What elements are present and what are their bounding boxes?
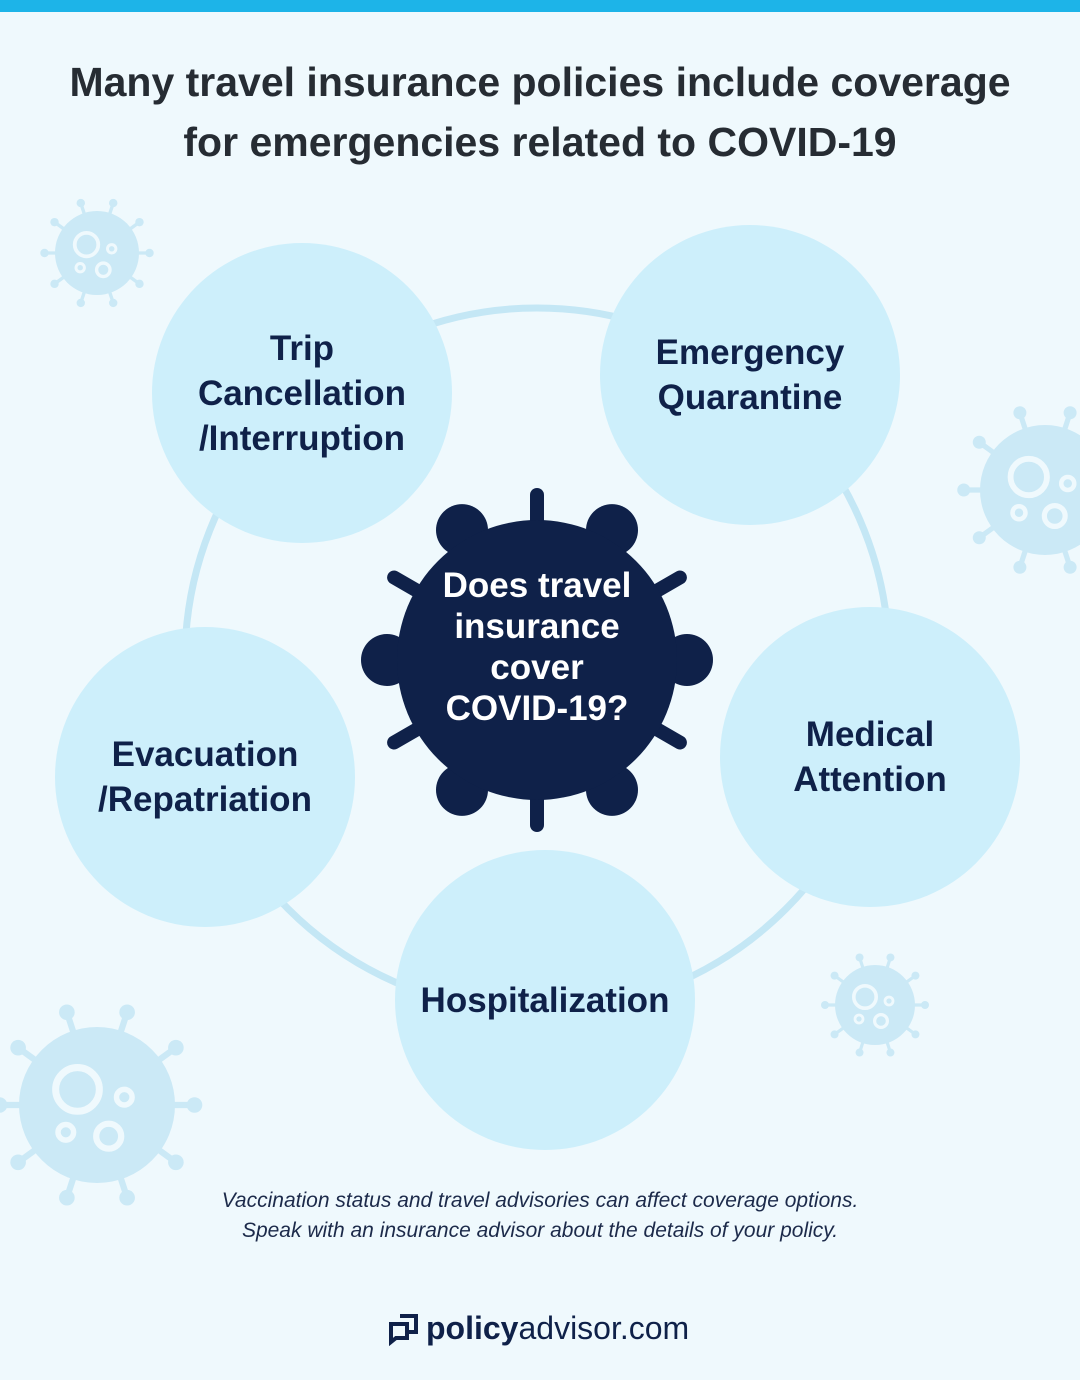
virus-icon <box>0 1004 203 1206</box>
brand-rest: advisor.com <box>518 1310 690 1346</box>
footnote: Vaccination status and travel advisories… <box>221 1189 859 1242</box>
top-accent-bar <box>0 0 1080 12</box>
coverage-hospitalization: Hospitalization <box>395 850 695 1150</box>
virus-icon <box>40 198 154 308</box>
logo-icon <box>389 1313 418 1346</box>
title-line: Many travel insurance policies include c… <box>69 59 1011 105</box>
brand-bold: policy <box>426 1310 519 1346</box>
page-title: Many travel insurance policies include c… <box>0 52 1080 172</box>
virus-icon <box>361 488 713 832</box>
coverage-evacuation: Evacuation/Repatriation <box>55 627 355 927</box>
brand-logo[interactable]: policyadvisor.com <box>388 1310 689 1347</box>
virus-icon <box>957 406 1080 574</box>
virus-icon <box>821 953 929 1057</box>
title-line: for emergencies related to COVID-19 <box>183 119 897 165</box>
